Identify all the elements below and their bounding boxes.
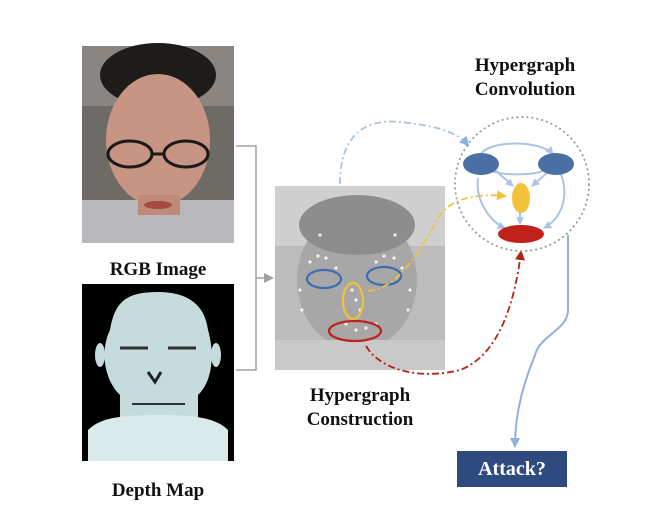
yellow-dashed-arrow <box>367 190 507 292</box>
blue-node-left <box>463 153 499 175</box>
hypergraph-convolution-circle <box>454 116 590 252</box>
mouth-hyperedge <box>327 319 383 343</box>
depth-map-image <box>82 284 234 461</box>
hypergraph-convolution-label: Hypergraph Convolution <box>474 55 576 100</box>
red-dashed-arrow <box>365 250 525 375</box>
rgb-image-photo <box>82 43 234 243</box>
red-node <box>498 225 544 243</box>
node-edges <box>476 142 566 230</box>
eye-left-hyperedge <box>305 268 343 290</box>
hypergraph-construction-label: Hypergraph Construction <box>306 385 414 430</box>
input-merge-bracket <box>236 145 257 371</box>
blue-node-right <box>538 153 574 175</box>
depth-map-label: Depth Map <box>111 480 205 501</box>
hypergraph-construction-image <box>275 186 445 370</box>
blue-dashed-arrow <box>339 120 470 185</box>
eye-right-hyperedge <box>365 265 403 287</box>
yellow-node <box>512 183 530 213</box>
rgb-image-label: RGB Image <box>109 259 207 280</box>
nose-hyperedge <box>341 281 365 321</box>
attack-output-box: Attack? <box>457 451 567 487</box>
output-arrow <box>510 235 569 448</box>
